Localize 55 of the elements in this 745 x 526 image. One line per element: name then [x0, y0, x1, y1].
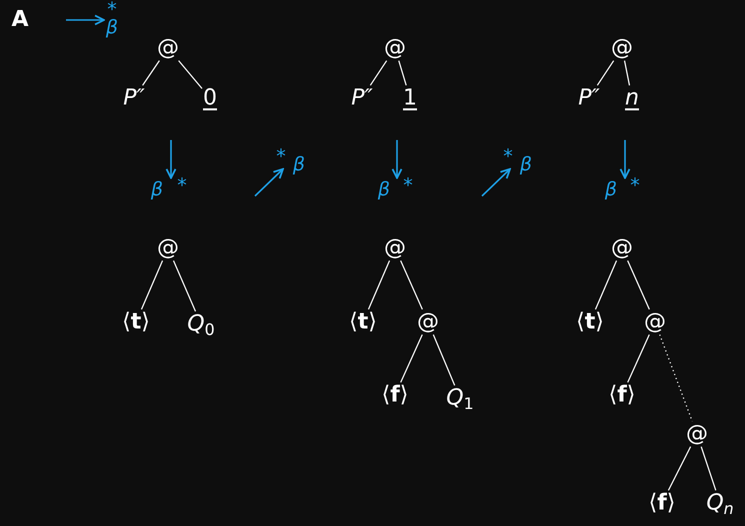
tree-branch	[140, 260, 164, 310]
tree-node-label: Q$_{n}$	[705, 490, 735, 516]
tree-node-label: ⟨t⟩	[121, 309, 151, 335]
tree-branch	[627, 334, 650, 383]
tree-branch	[142, 60, 160, 86]
tree-branch	[627, 260, 650, 310]
tree-branch	[398, 60, 407, 86]
reduction-label: *	[177, 176, 187, 196]
tree-branch	[370, 60, 388, 86]
tree-node-label: 0	[202, 85, 218, 111]
tree-node-label: @	[610, 235, 634, 261]
tree-node-label: ⟨f⟩	[648, 490, 676, 516]
reduction-label: β	[604, 180, 618, 200]
tree-branch	[400, 260, 423, 310]
tree-node-label: Q$_{1}$	[445, 385, 475, 411]
tree-node-label: P″	[122, 85, 146, 111]
tree-branch	[368, 260, 390, 310]
reduction-label: *	[630, 176, 640, 196]
tree-branch	[624, 60, 630, 86]
tree-node-label: ⟨f⟩	[380, 382, 410, 408]
tree-branch	[178, 60, 202, 89]
tree-node-label: Q$_{0}$	[186, 311, 216, 337]
tree-node-label: @	[156, 35, 180, 61]
dotted-tree-branch	[659, 334, 693, 422]
tree-node-label: 1	[402, 85, 418, 111]
panel-letter: A	[11, 9, 29, 31]
tree-branch	[432, 334, 456, 386]
reduction-label: *	[107, 0, 117, 20]
reduction-label: *	[276, 148, 286, 166]
tree-node-label: @	[416, 309, 440, 335]
tree-node-label: P″	[577, 85, 601, 111]
tree-node-label: ⟨t⟩	[575, 309, 605, 335]
tree-node-label: @	[383, 35, 407, 61]
tree-node-label: @	[156, 235, 180, 261]
tree-node-label: @	[610, 35, 634, 61]
tree-node-label: ⟨f⟩	[608, 382, 636, 408]
tree-node-label: @	[685, 421, 709, 447]
reduction-label: β	[106, 18, 118, 38]
tree-branch	[594, 260, 618, 310]
reduction-label: β	[520, 156, 532, 174]
reduction-label: *	[403, 176, 413, 196]
tree-node-label: @	[383, 235, 407, 261]
tree-node-label: @	[643, 309, 667, 335]
tree-node-label: n	[624, 85, 640, 111]
tree-branch	[400, 334, 423, 383]
tree-node-label: P″	[350, 85, 374, 111]
tree-branch	[596, 60, 614, 86]
tree-branch	[700, 446, 716, 491]
reduction-label: β	[378, 180, 390, 200]
reduction-label: β	[292, 156, 306, 174]
tree-node-label: ⟨t⟩	[348, 309, 378, 335]
tree-branch	[668, 446, 692, 491]
reduction-label: *	[503, 148, 513, 166]
reduction-label: β	[150, 180, 164, 200]
tree-branch	[172, 260, 196, 312]
